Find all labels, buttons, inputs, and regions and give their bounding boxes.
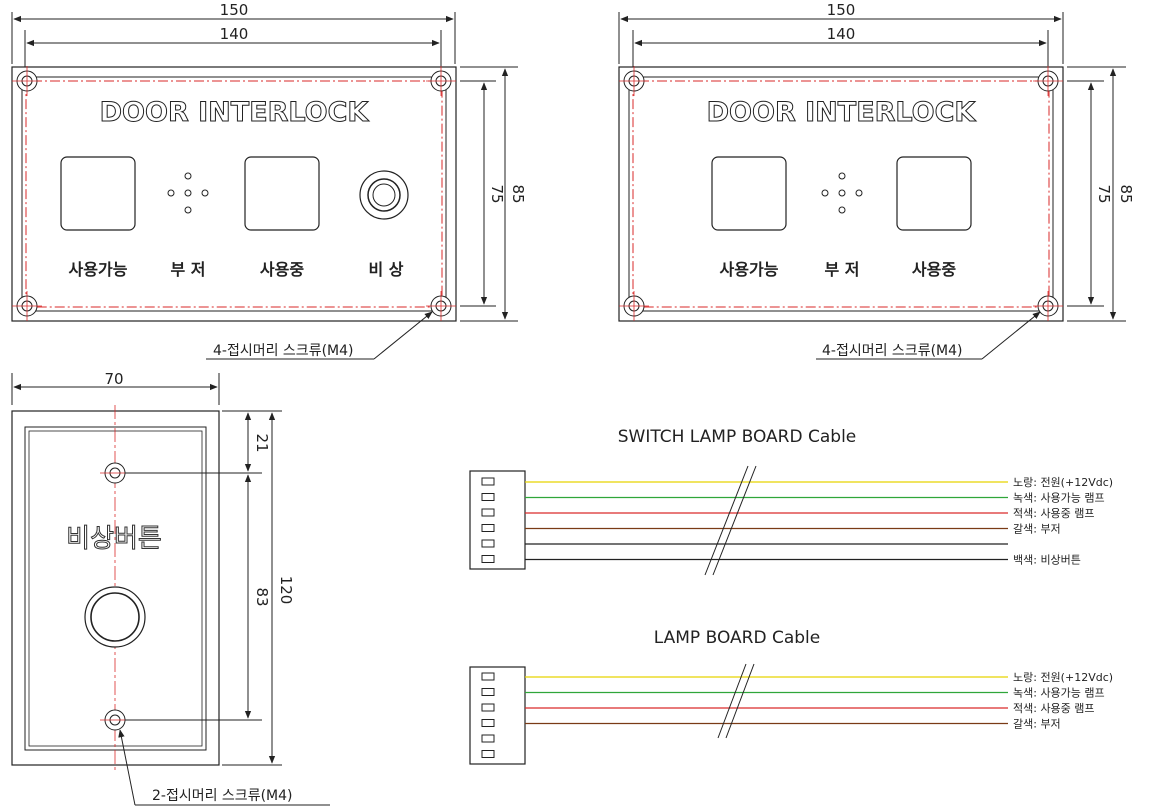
connector-pin (481, 477, 495, 486)
cable-connector (469, 470, 526, 570)
screw-note: 4-접시머리 스크류(M4) (822, 343, 962, 359)
panel-title: DOOR INTERLOCK (707, 97, 977, 128)
in-use-lamp-window (896, 156, 972, 231)
wire-label: 녹색: 사용가능 램프 (1013, 687, 1105, 700)
in-use-lamp-window (244, 156, 320, 231)
cable-connector (469, 666, 526, 765)
dim-label-70: 70 (104, 370, 123, 388)
panel-title: DOOR INTERLOCK (100, 97, 370, 128)
connector-pin (481, 555, 495, 563)
label-buzzer: 부 저 (824, 260, 859, 279)
screw-hole (619, 291, 649, 321)
screw-note: 4-접시머리 스크류(M4) (213, 343, 353, 359)
dim-hole-spacing: 83 (125, 474, 271, 721)
connector-pin (481, 719, 495, 727)
wire-label: 갈색: 부저 (1013, 522, 1061, 536)
connector-pin (481, 703, 495, 712)
wire-label: 녹색: 사용가능 램프 (1013, 492, 1105, 505)
dim-height-outer: 85 (1067, 66, 1135, 322)
dim-label-75: 75 (488, 184, 506, 203)
buzzer-holes-icon (167, 172, 209, 214)
dim-label-140: 140 (220, 25, 249, 43)
screw-hole (426, 291, 456, 321)
label-in-use: 사용중 (260, 260, 304, 279)
dim-top-offset: 21 (125, 410, 282, 474)
dim-label-83: 83 (253, 587, 271, 606)
switch-lamp-cable: SWITCH LAMP BOARD Cable 노랑: 전원(+12Vdc) 녹색… (469, 427, 1113, 576)
connector-pin (481, 493, 495, 501)
label-available: 사용가능 (720, 260, 779, 279)
screw-hole (1033, 66, 1063, 96)
buzzer-holes-icon (821, 172, 863, 214)
connector-pin (481, 508, 495, 517)
dim-width-inner: 140 (24, 25, 442, 70)
dim-label-85: 85 (509, 184, 527, 203)
dim-plate-height: 120 (222, 412, 295, 766)
dim-label-150: 150 (827, 1, 856, 19)
wire-label: 노랑: 전원(+12Vdc) (1013, 476, 1113, 489)
connector-pin (481, 524, 495, 532)
screw-note: 2-접시머리 스크류(M4) (152, 788, 292, 804)
wire-label: 노랑: 전원(+12Vdc) (1013, 671, 1113, 684)
dim-height-inner: 75 (460, 80, 506, 307)
emergency-button-icon (84, 586, 146, 648)
screw-hole (426, 66, 456, 96)
screw-hole (12, 66, 42, 96)
emergency-button-plate: 70 비상버튼 21 83 (11, 370, 330, 806)
label-available: 사용가능 (69, 260, 128, 279)
cable-title: LAMP BOARD Cable (654, 628, 820, 648)
panel-inner-border (21, 76, 447, 312)
wire-label: 적색: 사용중 램프 (1013, 507, 1095, 520)
wire-label: 백색: 비상버튼 (1013, 554, 1081, 567)
label-in-use: 사용중 (912, 260, 956, 279)
label-buzzer: 부 저 (170, 260, 205, 279)
screw-hole (1033, 291, 1063, 321)
dim-width-inner: 140 (632, 25, 1049, 70)
available-lamp-window (60, 156, 136, 231)
dim-plate-width: 70 (11, 370, 220, 405)
panel-with-emergency: 150 140 DOOR INTERLOCK (11, 1, 527, 360)
wire-label: 갈색: 부저 (1013, 717, 1061, 731)
screw-hole (12, 291, 42, 321)
dim-label-120: 120 (277, 576, 295, 605)
connector-pin (481, 539, 495, 548)
panel-standard: 150 140 DOOR INTERLOCK (618, 1, 1135, 360)
connector-pin (481, 750, 495, 758)
panel-inner-border (628, 76, 1054, 312)
dim-label-150: 150 (220, 1, 249, 19)
dim-label-140: 140 (827, 25, 856, 43)
dim-label-75: 75 (1095, 184, 1113, 203)
emergency-button-icon (359, 170, 409, 220)
available-lamp-window (711, 156, 787, 231)
dim-width-outer: 150 (618, 1, 1064, 64)
dim-width-outer: 150 (11, 1, 456, 64)
lamp-cable: LAMP BOARD Cable 노랑: 전원(+12Vdc) 녹색: 사용가능 … (469, 628, 1113, 765)
screw-hole (619, 66, 649, 96)
dim-height-inner: 75 (1067, 80, 1113, 307)
label-emergency: 비 상 (368, 260, 403, 279)
emergency-button-label: 비상버튼 (66, 524, 162, 554)
dim-height-outer: 85 (460, 66, 527, 322)
connector-pin (481, 672, 495, 681)
connector-pin (481, 688, 495, 696)
cable-title: SWITCH LAMP BOARD Cable (618, 427, 857, 447)
dim-label-21: 21 (253, 433, 271, 452)
wire-label: 적색: 사용중 램프 (1013, 702, 1095, 715)
connector-pin (481, 734, 495, 743)
dim-label-85: 85 (1117, 184, 1135, 203)
